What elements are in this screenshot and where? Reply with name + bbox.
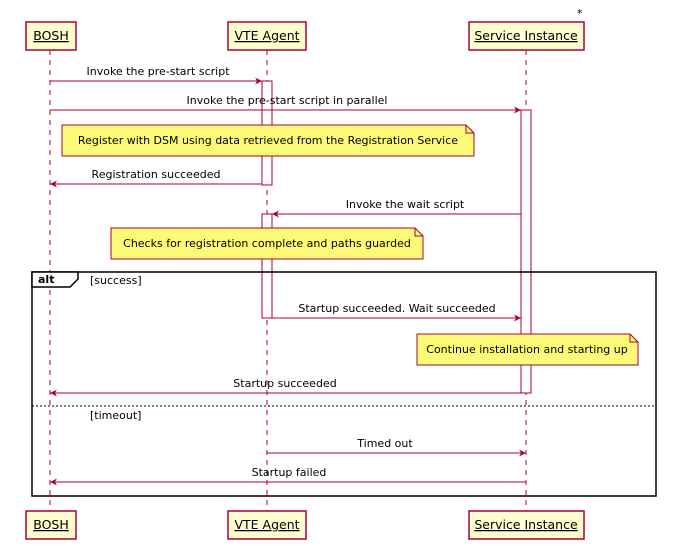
message-label: Startup succeeded xyxy=(233,377,336,390)
participant-service-instance-top: Service Instance * xyxy=(468,7,585,51)
participant-bosh-top: BOSH xyxy=(25,21,77,51)
message-label: Invoke the pre-start script in parallel xyxy=(187,94,388,107)
participant-label: Service Instance xyxy=(474,28,578,43)
participant-vte-agent-top: VTE Agent xyxy=(227,21,307,51)
note-continue-installation: Continue installation and starting up xyxy=(416,333,639,366)
participant-label: VTE Agent xyxy=(234,517,299,532)
participant-label: VTE Agent xyxy=(234,28,299,43)
note-text: Continue installation and starting up xyxy=(426,343,627,356)
message-label: Registration succeeded xyxy=(92,168,221,181)
message-label: Startup failed xyxy=(252,466,327,479)
note-register-dsm: Register with DSM using data retrieved f… xyxy=(61,124,475,157)
participant-bosh-bottom: BOSH xyxy=(25,510,77,540)
message-label: Timed out xyxy=(356,437,413,450)
participant-marker: * xyxy=(577,7,583,20)
participant-service-instance-bottom: Service Instance xyxy=(468,510,585,540)
alt-guard-success: [success] xyxy=(90,274,142,287)
message-label: Startup succeeded. Wait succeeded xyxy=(298,302,495,315)
message-label: Invoke the wait script xyxy=(346,198,465,211)
activation-vte-2 xyxy=(261,213,273,319)
alt-guard-timeout: [timeout] xyxy=(90,409,141,422)
alt-keyword: alt xyxy=(38,273,54,286)
note-text: Register with DSM using data retrieved f… xyxy=(78,134,458,147)
participant-label: BOSH xyxy=(33,517,69,532)
participant-label: Service Instance xyxy=(474,517,578,532)
note-checks-registration: Checks for registration complete and pat… xyxy=(110,227,424,260)
participant-vte-agent-bottom: VTE Agent xyxy=(227,510,307,540)
participant-label: BOSH xyxy=(33,28,69,43)
alt-frame: alt [success] [timeout] xyxy=(31,271,657,497)
note-text: Checks for registration complete and pat… xyxy=(123,237,411,250)
activation-service-instance xyxy=(520,109,532,394)
message-label: Invoke the pre-start script xyxy=(86,65,230,78)
